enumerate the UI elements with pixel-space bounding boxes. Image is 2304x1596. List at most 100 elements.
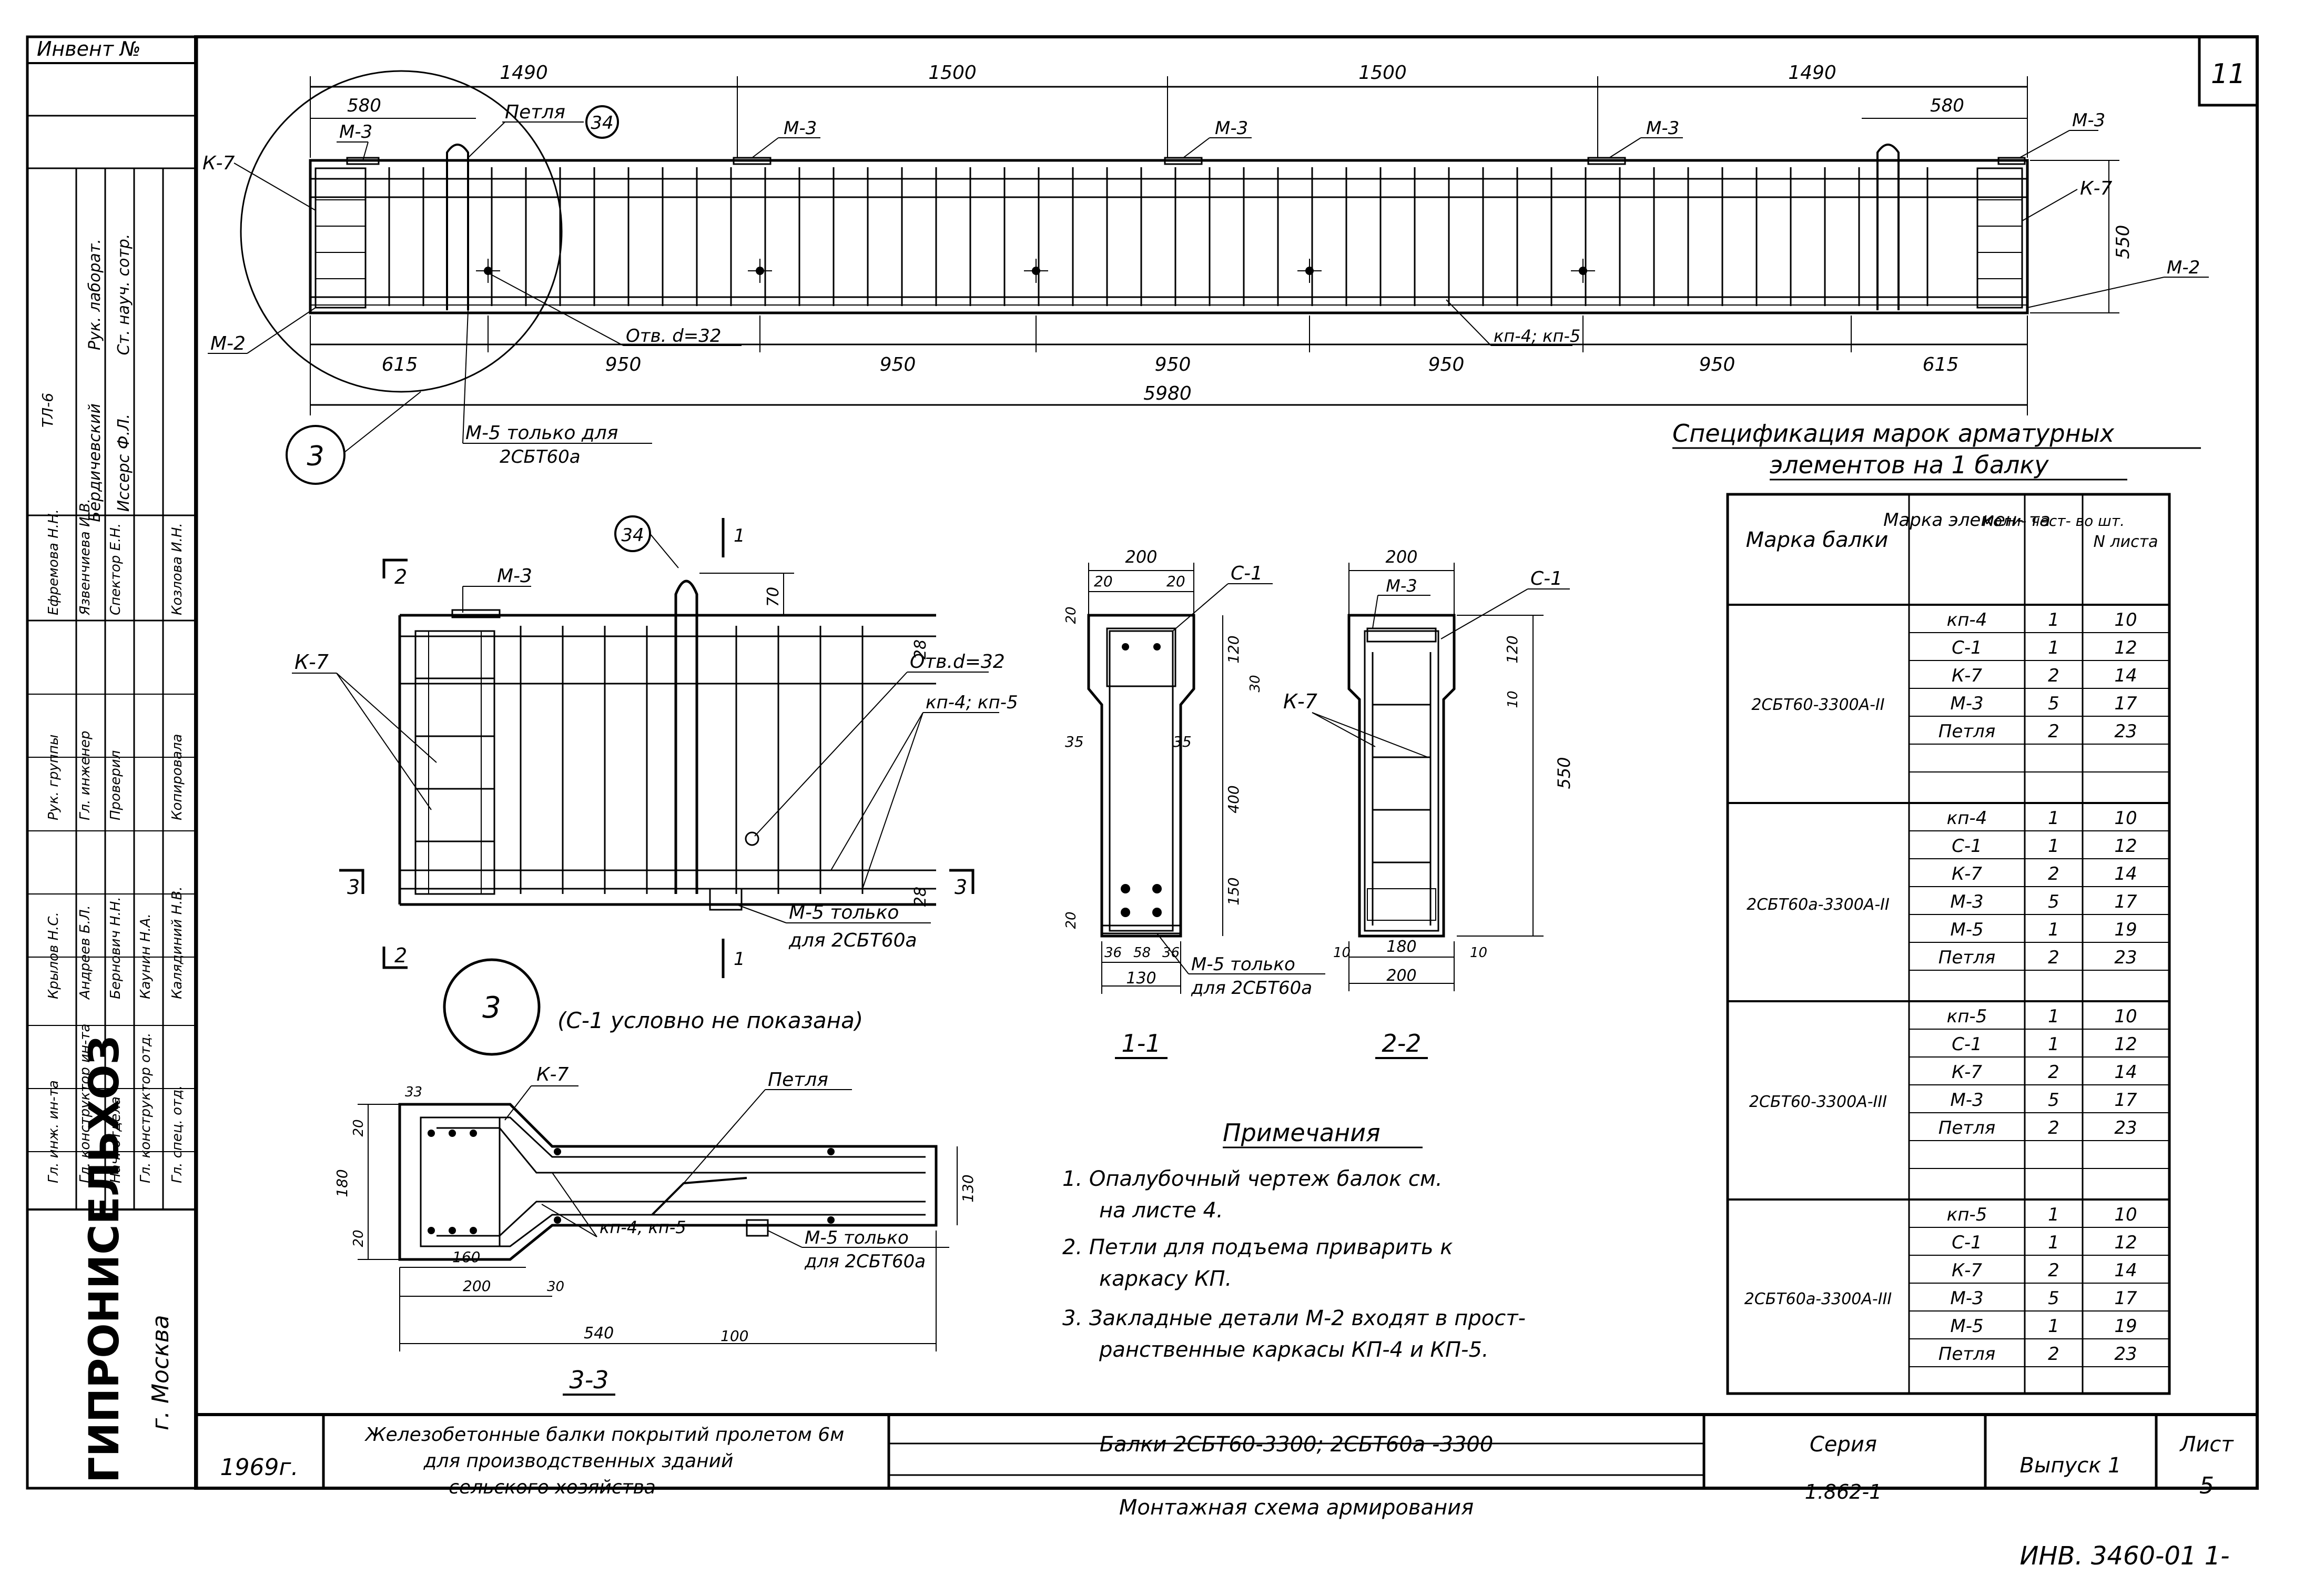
s33-m5-2: для 2СБТ60а xyxy=(804,1251,926,1272)
total-dim: 5980 xyxy=(1143,383,1192,404)
spec-cell-element: М-3 xyxy=(1950,891,1983,912)
spec-cell-element: С-1 xyxy=(1952,637,1982,658)
s11-w20a: 20 xyxy=(1094,573,1113,590)
spec-cell-element: Петля xyxy=(1938,1344,1995,1365)
beam-elevation: 1490 1500 1500 1490 580 580 xyxy=(202,62,2209,485)
s11-c1: С-1 xyxy=(1231,563,1263,584)
project-title-3: сельского хозяйства xyxy=(449,1477,656,1498)
stamp-name-right-1: Ефремова Н.Н. xyxy=(46,509,62,615)
spec-cell-qty: 1 xyxy=(2048,637,2059,658)
spec-cell-element: кп-4 xyxy=(1947,609,1987,631)
spec-head-qty: Коли- чест- во шт. xyxy=(1983,512,2125,530)
stamp-name-2: Андреев Б.Л. xyxy=(77,905,93,1000)
s11-w20b: 20 xyxy=(1166,573,1185,590)
spec-cell-sheet: 10 xyxy=(2114,808,2137,829)
spec-cell-qty: 2 xyxy=(2048,863,2059,885)
s11-w200: 200 xyxy=(1125,547,1157,567)
s33-loop: Петля xyxy=(768,1069,828,1091)
spec-cell-qty: 1 xyxy=(2048,919,2059,940)
note-line-3: 2. Петли для подъема приварить к xyxy=(1062,1235,1453,1259)
bottom-dim-5: 950 xyxy=(1428,354,1465,375)
spec-cell-element: М-5 xyxy=(1950,919,1983,940)
sheet-label: Лист xyxy=(2179,1432,2234,1457)
spec-cell-element: С-1 xyxy=(1952,1232,1982,1253)
spec-cell-sheet: 12 xyxy=(2114,836,2137,857)
elev-callout-34: 34 xyxy=(591,113,613,134)
corner-sheet-number: 11 xyxy=(2211,58,2246,90)
s33-d130: 130 xyxy=(959,1174,977,1202)
spec-beam-2: 2СБТ60а-3300А-II xyxy=(1747,896,1890,914)
spec-table: Спецификация марок арматурных элементов … xyxy=(1672,419,2201,1395)
s11-h120: 120 xyxy=(1225,635,1242,663)
notes-title: Примечания xyxy=(1223,1119,1381,1147)
top-dim-4: 1490 xyxy=(1788,62,1836,84)
spec-cell-sheet: 14 xyxy=(2114,863,2137,885)
spec-beam-1: 2СБТ60-3300А-II xyxy=(1751,696,1884,714)
issue-label: Выпуск 1 xyxy=(2019,1453,2121,1478)
spec-cell-sheet: 12 xyxy=(2114,1232,2137,1253)
s33-d33: 33 xyxy=(405,1084,422,1100)
spec-cell-qty: 1 xyxy=(2048,836,2059,857)
s33-d100: 100 xyxy=(720,1327,748,1345)
s11-m5-2: для 2СБТ60а xyxy=(1191,978,1312,999)
spec-title-1: Спецификация марок арматурных xyxy=(1672,419,2115,448)
spec-cell-sheet: 10 xyxy=(2114,1204,2137,1225)
s22-b180: 180 xyxy=(1386,938,1416,956)
top-dim-1: 1490 xyxy=(500,62,548,84)
stamp-name-5: Калядиний Н.В. xyxy=(169,887,185,1000)
spec-cell-qty: 2 xyxy=(2048,1260,2059,1281)
s11-h20a: 20 xyxy=(1063,606,1079,624)
bottom-dim-7: 615 xyxy=(1923,354,1959,375)
s11-title: 1-1 xyxy=(1121,1029,1161,1058)
elev-m3-5: М-3 xyxy=(2072,110,2105,131)
spec-cell-sheet: 23 xyxy=(2114,721,2137,742)
elev-m3-1: М-3 xyxy=(339,121,372,143)
spec-cell-qty: 5 xyxy=(2048,1090,2059,1111)
spec-cell-sheet: 17 xyxy=(2114,693,2137,714)
s11-b36a: 36 xyxy=(1104,945,1122,961)
elev-m3-2: М-3 xyxy=(784,118,817,139)
top-dim-3: 1500 xyxy=(1358,62,1407,84)
spec-cell-element: К-7 xyxy=(1952,1062,1982,1083)
stamp-name-right-4: Козлова И.Н. xyxy=(169,523,185,615)
stamp-name-right-2: Язвенчиева И.В. xyxy=(77,499,93,616)
spec-cell-qty: 5 xyxy=(2048,693,2059,714)
spec-cell-qty: 2 xyxy=(2048,665,2059,686)
detail-m5-2: для 2СБТ60а xyxy=(788,930,917,951)
detail-hole: Отв.d=32 xyxy=(910,651,1005,673)
stamp-name-1: Крылов Н.С. xyxy=(46,912,62,999)
spec-cell-sheet: 19 xyxy=(2114,1316,2137,1337)
stamp-role-right-4: Копировала xyxy=(169,734,185,820)
spec-cell-sheet: 19 xyxy=(2114,919,2137,940)
spec-cell-qty: 2 xyxy=(2048,1117,2059,1138)
detail-dim-28: 28 xyxy=(911,639,930,659)
section-2-2: 200 120 10 550 10 180 10 200 М-3 С-1 К-7… xyxy=(1283,547,1574,1059)
s33-d20b: 20 xyxy=(351,1229,367,1247)
section-3-3: 20 180 20 33 130 160 200 30 540 100 К-7 … xyxy=(333,1064,977,1396)
spec-cell-element: Петля xyxy=(1938,1117,1995,1138)
spec-cell-element: М-5 xyxy=(1950,1316,1983,1337)
spec-cell-qty: 1 xyxy=(2048,1232,2059,1253)
title-year: 1969г. xyxy=(220,1454,298,1481)
detail-dim-28b: 28 xyxy=(911,887,930,907)
s22-b10a: 10 xyxy=(1333,945,1351,961)
stamp-role-2: Гл. конструктор ин-та xyxy=(77,1024,93,1183)
detail-node-3: М-3 К-7 Отв.d=32 кп-4; кп-5 М-5 только д… xyxy=(292,515,1018,1056)
s11-b130: 130 xyxy=(1126,969,1156,988)
spec-cell-sheet: 23 xyxy=(2114,1117,2137,1138)
notes: Примечания 1. Опалубочный чертеж балок с… xyxy=(1062,1119,1526,1362)
spec-cell-qty: 1 xyxy=(2048,1006,2059,1027)
s11-b58: 58 xyxy=(1133,945,1151,961)
drawing-title-1: Балки 2СБТ60-3300; 2СБТ60а -3300 xyxy=(1100,1432,1494,1457)
note-line-4: каркасу КП. xyxy=(1099,1267,1232,1291)
spec-cell-qty: 1 xyxy=(2048,808,2059,829)
s11-h30: 30 xyxy=(1247,675,1263,692)
inventory-label: Инвент № xyxy=(37,37,141,60)
s22-m3: М-3 xyxy=(1386,576,1417,596)
detail-k7: К-7 xyxy=(295,650,329,674)
detail-sec2-top: 2 xyxy=(394,565,407,588)
stamp-role-4: Гл. конструктор отд. xyxy=(138,1033,154,1183)
stamp-role-right-3: Проверил xyxy=(108,750,124,820)
stamp-code: ТЛ-6 xyxy=(39,393,56,428)
stamp-role-top-1: Рук. лаборат. xyxy=(86,239,104,350)
